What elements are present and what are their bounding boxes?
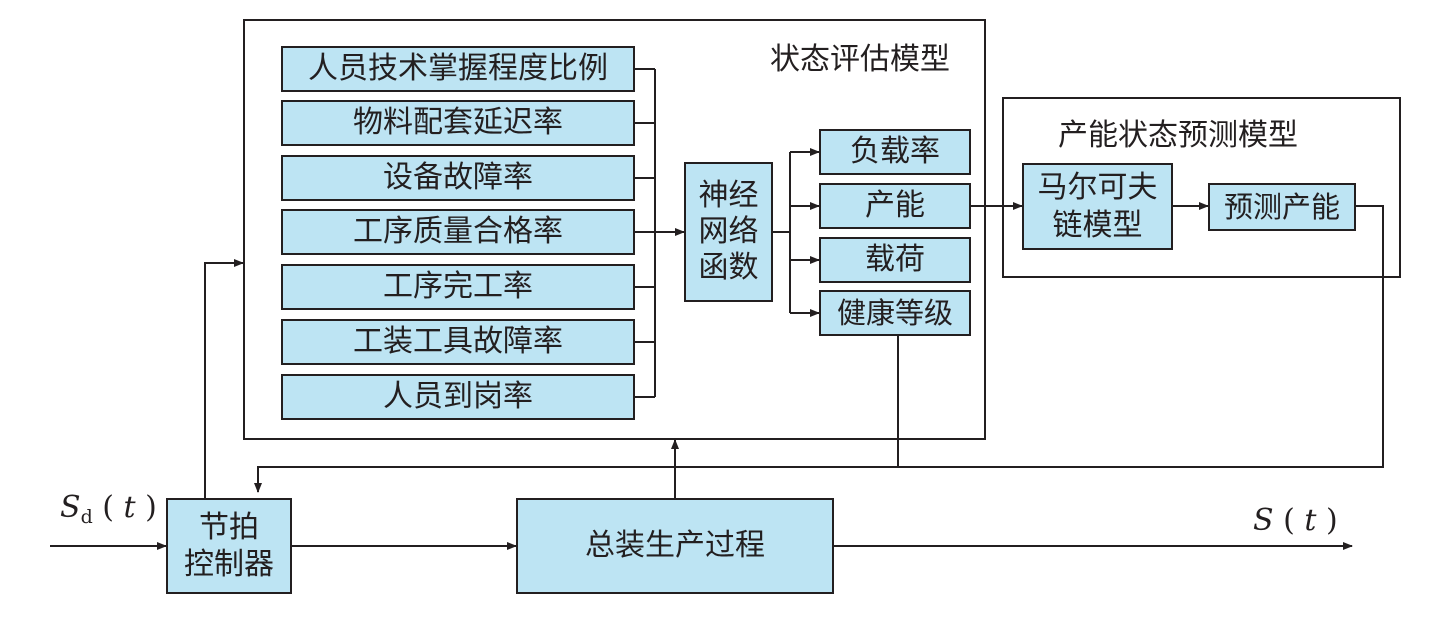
state-model-frame — [243, 19, 986, 440]
indicator-box-3: 设备故障率 — [281, 155, 635, 201]
predicted-feedback — [675, 205, 1384, 468]
input-close-paren: ) — [135, 490, 157, 525]
prediction-model-frame — [1002, 97, 1401, 278]
output-signal-symbol: S — [1253, 503, 1274, 538]
neural-network-box: 神经 网络 函数 — [684, 162, 773, 302]
health-feedback — [254, 336, 899, 493]
input-signal-label: Sd ( t ) — [60, 490, 157, 528]
output-capacity: 产能 — [819, 183, 971, 229]
indicator-box-5: 工序完工率 — [281, 264, 635, 310]
predicted-capacity-box: 预测产能 — [1208, 183, 1356, 231]
output-signal-label: S ( t ) — [1253, 503, 1338, 538]
indicator-box-1: 人员技术掌握程度比例 — [281, 46, 635, 92]
input-signal-symbol: S — [60, 490, 81, 525]
output-signal-arg: t — [1304, 503, 1317, 538]
controller-to-state-model — [204, 259, 244, 498]
rhythm-controller-box: 节拍 控制器 — [166, 498, 292, 594]
markov-chain-box: 马尔可夫 链模型 — [1022, 163, 1173, 250]
input-signal-arg: t — [123, 490, 136, 525]
output-payload: 载荷 — [819, 237, 971, 283]
output-load-rate: 负载率 — [819, 129, 971, 175]
state-model-title: 状态评估模型 — [770, 42, 950, 77]
output-health-level: 健康等级 — [819, 290, 971, 336]
input-signal-subscript: d — [80, 506, 93, 528]
output-open-paren: ( — [1273, 503, 1305, 538]
input-open-paren: ( — [92, 490, 124, 525]
indicator-box-4: 工序质量合格率 — [281, 209, 635, 255]
indicator-box-6: 工装工具故障率 — [281, 319, 635, 365]
output-close-paren: ) — [1316, 503, 1338, 538]
prediction-model-title: 产能状态预测模型 — [1058, 118, 1298, 153]
assembly-process-box: 总装生产过程 — [516, 498, 834, 594]
indicator-box-7: 人员到岗率 — [281, 374, 635, 420]
indicator-box-2: 物料配套延迟率 — [281, 100, 635, 146]
